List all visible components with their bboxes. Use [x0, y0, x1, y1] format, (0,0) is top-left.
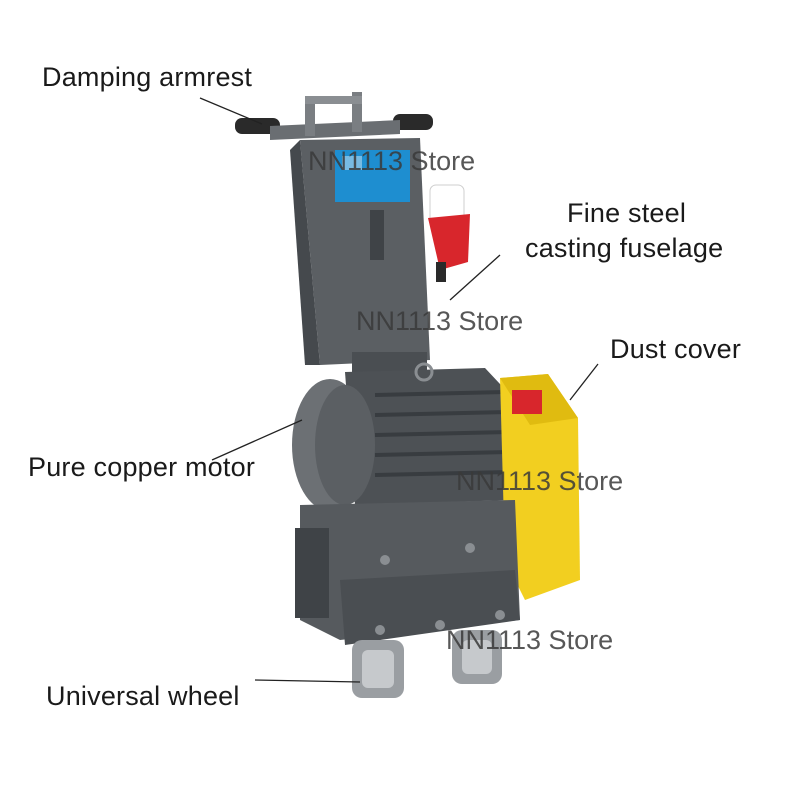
dust-cover [500, 374, 580, 600]
watermark: NN1113 Store [446, 625, 614, 655]
fuselage-column [290, 138, 430, 374]
motor [292, 362, 515, 511]
label-fine-steel-line1: Fine steel [567, 198, 687, 228]
watermark: NN1113 Store [356, 306, 524, 336]
handle-assembly [235, 92, 433, 140]
universal-wheels [352, 630, 502, 698]
leader-lines [199, 97, 599, 683]
watermark: NN1113 Store [456, 466, 624, 496]
label-universal-wheel: Universal wheel [46, 681, 240, 711]
label-pure-copper-motor: Pure copper motor [28, 452, 256, 482]
label-fine-steel-line2: casting fuselage [525, 233, 724, 263]
red-plug [428, 184, 470, 282]
watermark: NN1113 Store [308, 146, 476, 176]
label-dust-cover: Dust cover [610, 334, 742, 364]
base-housing [295, 500, 520, 645]
label-damping-armrest: Damping armrest [42, 62, 253, 92]
